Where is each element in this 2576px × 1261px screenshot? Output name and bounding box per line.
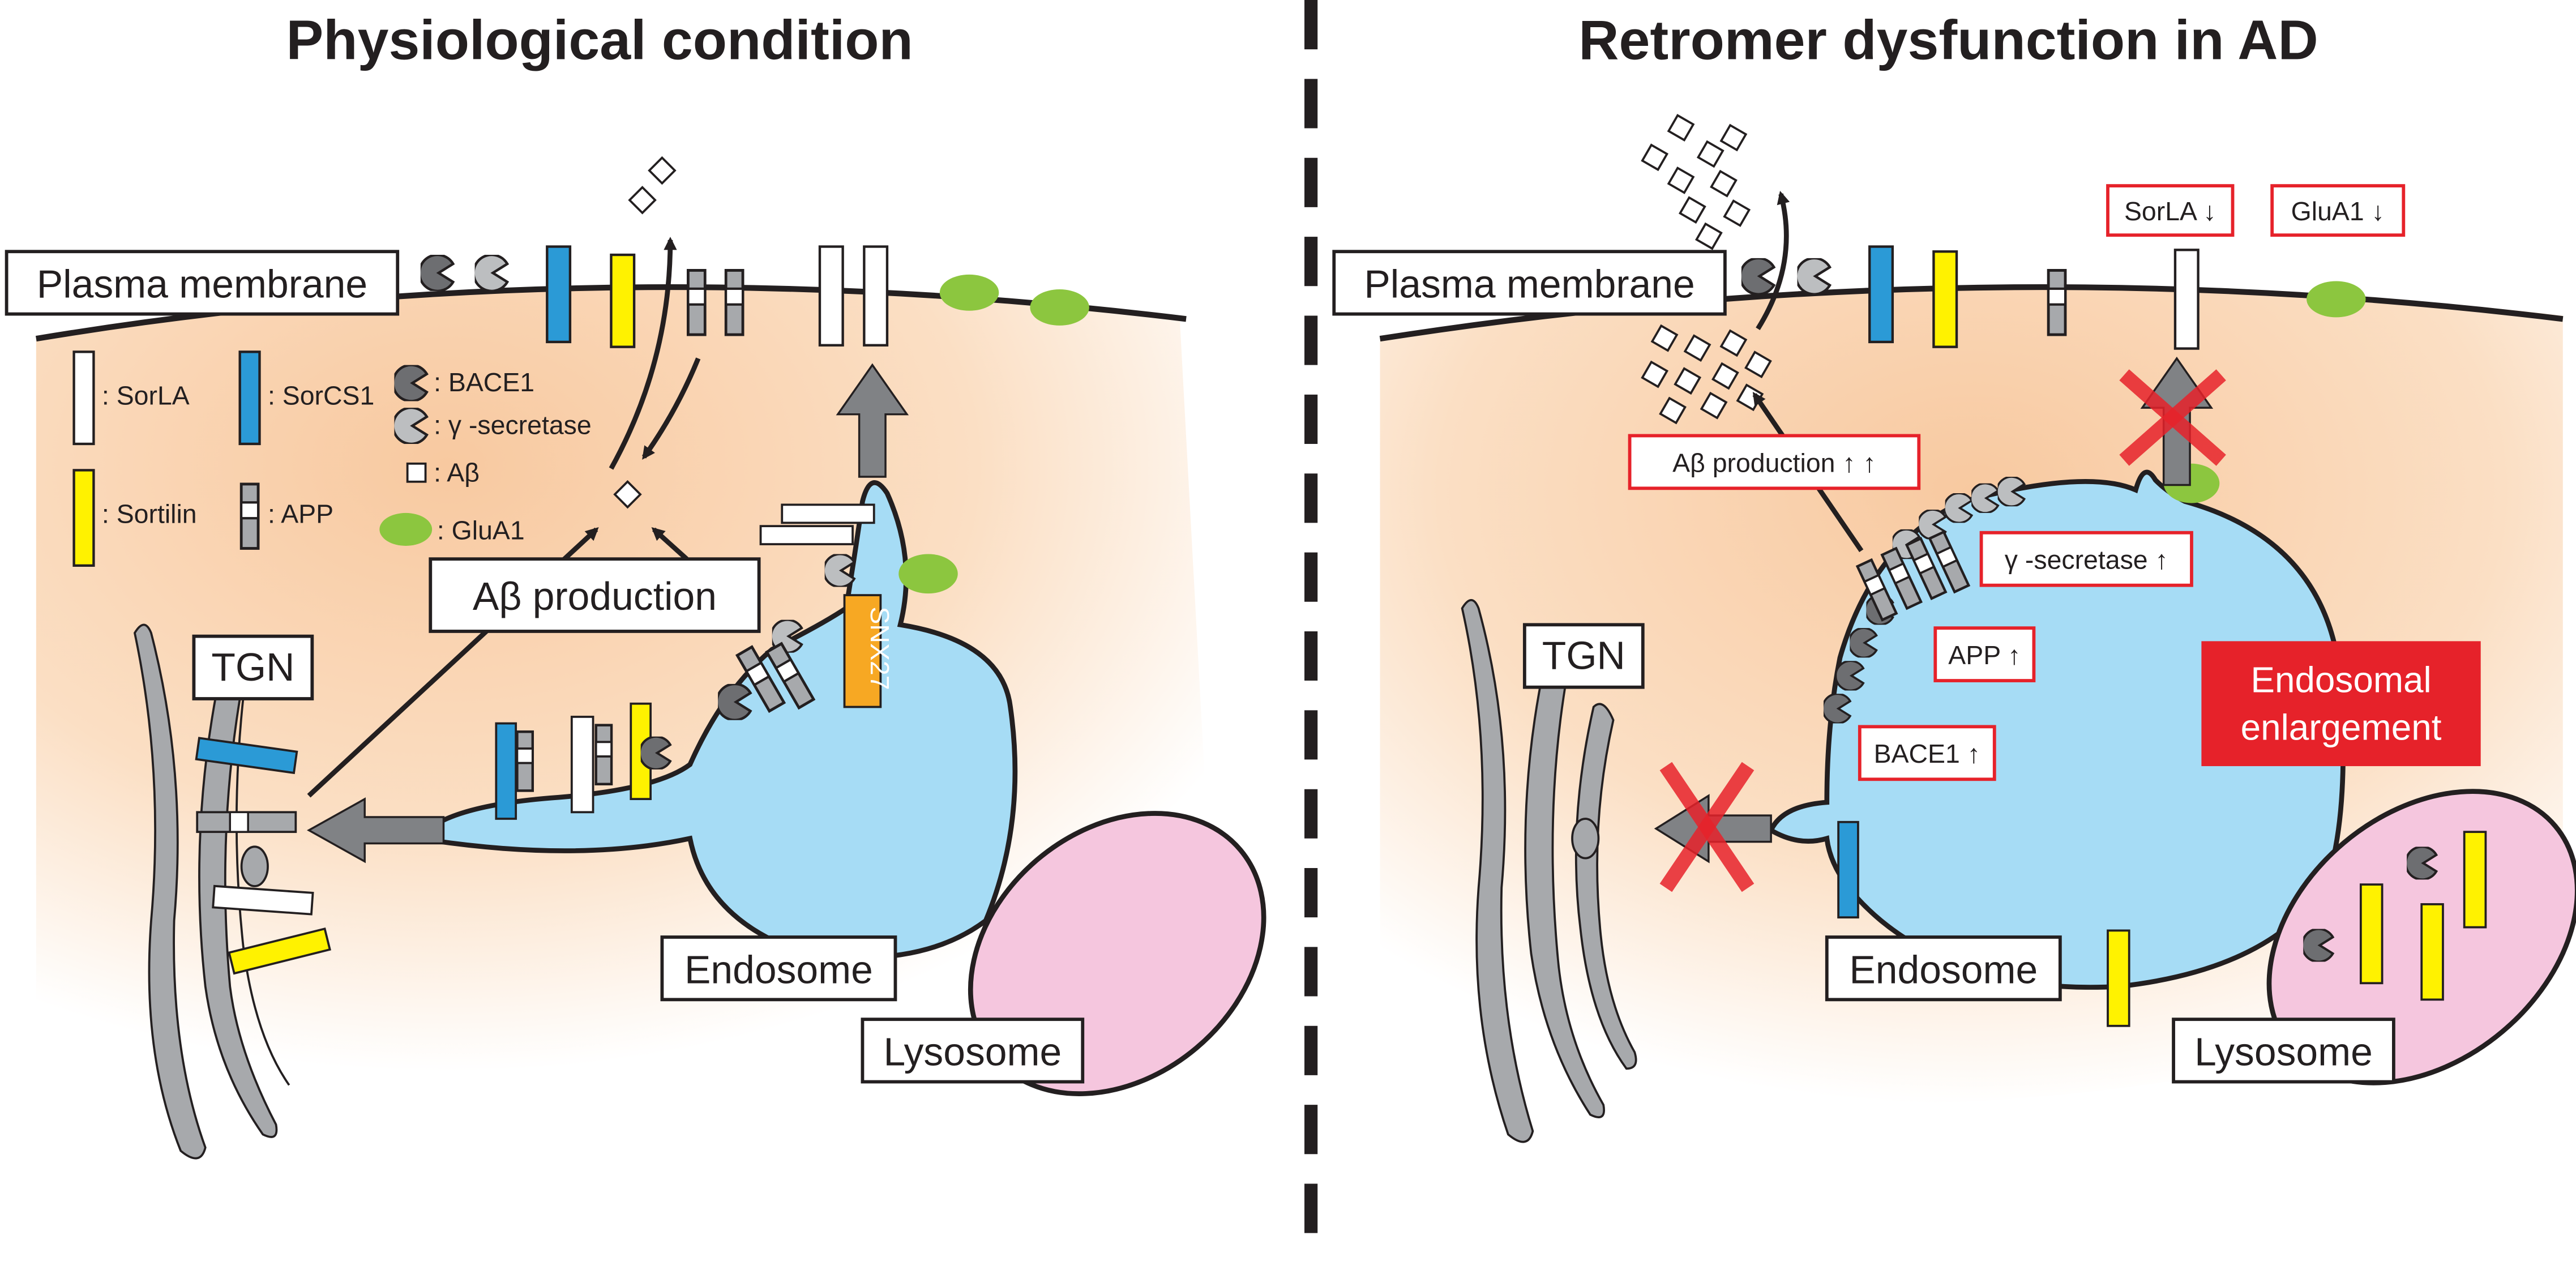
- legend-app-swatch: [241, 484, 258, 549]
- app-icon: [688, 270, 705, 335]
- abeta-up-label: Aβ production ↑ ↑: [1672, 448, 1876, 477]
- left-panel: Physiological condition Plasma membrane …: [5, 9, 1266, 1160]
- app-up-label: APP ↑: [1948, 640, 2021, 670]
- abeta-icon: [648, 156, 677, 185]
- right-lysosome-label: Lysosome: [2194, 1029, 2373, 1074]
- legend-gamma-secretase: : γ -secretase: [434, 411, 592, 440]
- gamma-up-label: γ -secretase ↑: [2005, 545, 2168, 575]
- app-icon: [517, 732, 532, 790]
- left-tgn-label: TGN: [211, 645, 294, 689]
- right-title: Retromer dysfunction in AD: [1578, 9, 2318, 71]
- legend-sortilin: : Sortilin: [102, 499, 197, 528]
- sortilin-icon: [2359, 883, 2384, 985]
- glua1-icon: [2307, 281, 2366, 318]
- legend-glua1-swatch: [379, 512, 433, 546]
- sorla-icon: [781, 503, 875, 524]
- app-icon: [2048, 270, 2065, 335]
- sorla-icon: [863, 245, 889, 347]
- blocked-retrograde-cross: [1659, 762, 1755, 892]
- sorcs1-icon: [546, 245, 572, 344]
- left-lysosome-label: Lysosome: [883, 1029, 1062, 1074]
- endosomal-enlargement-line2: enlargement: [2241, 707, 2442, 748]
- exocytosis-arrow: [609, 237, 677, 470]
- app-icon: [596, 725, 611, 784]
- right-panel: Retromer dysfunction in AD Plasma membra…: [1332, 9, 2576, 1143]
- legend-glua1: : GluA1: [437, 515, 525, 545]
- legend-sorcs1-swatch: [238, 350, 261, 446]
- endosomal-enlargement-box: [2201, 641, 2481, 767]
- sorcs1-icon: [495, 722, 517, 820]
- legend-bace1: : BACE1: [434, 367, 534, 397]
- legend-sorla: : SorLA: [102, 381, 190, 410]
- glua1-down-label: GluA1 ↓: [2291, 196, 2385, 226]
- right-endosome-label: Endosome: [1849, 947, 2038, 991]
- gamma-secretase-icon: [474, 255, 508, 291]
- sortilin-icon: [610, 253, 636, 348]
- right-plasma-membrane-label: Plasma membrane: [1364, 262, 1694, 306]
- endocytosis-arrow: [641, 357, 701, 460]
- recycling-arrow: [836, 363, 909, 478]
- snx27-label: SNX27: [865, 606, 895, 690]
- right-tgn: TGN: [1461, 599, 1645, 1143]
- sorcs1-icon: [1868, 245, 1894, 344]
- sortilin-icon: [2463, 831, 2487, 929]
- retrograde-arrow: [306, 797, 445, 864]
- left-tgn: TGN: [133, 623, 331, 1160]
- bace1-icon: [1740, 258, 1774, 294]
- left-plasma-membrane-label: Plasma membrane: [37, 262, 367, 306]
- glua1-icon: [1030, 289, 1089, 326]
- bace1-up-label: BACE1 ↑: [1874, 739, 1980, 768]
- sorla-icon: [759, 525, 854, 545]
- endosome-to-abeta-arrow: [651, 527, 688, 561]
- left-endosome-label: Endosome: [684, 947, 873, 991]
- left-title: Physiological condition: [286, 9, 913, 71]
- abeta-production-box: [429, 557, 761, 633]
- blocked-recycling-cross: [2119, 369, 2226, 466]
- sortilin-icon: [1932, 250, 1958, 348]
- endosomal-enlargement-line1: Endosomal: [2250, 659, 2431, 700]
- glua1-icon: [939, 274, 999, 311]
- abeta-icon: [613, 480, 642, 509]
- gamma-secretase-icon: [1796, 258, 1830, 294]
- abeta-production-label: Aβ production: [473, 574, 717, 618]
- glua1-icon: [898, 554, 958, 594]
- sorla-icon: [818, 245, 844, 347]
- abeta-cluster-cytoplasm: [1641, 324, 1772, 425]
- abeta-cluster-top: [1641, 114, 1751, 250]
- sorcs1-icon: [1837, 820, 1859, 919]
- legend-abeta-swatch: [406, 462, 427, 483]
- sorla-icon: [570, 716, 594, 814]
- sortilin-icon: [2107, 929, 2130, 1027]
- sortilin-icon: [2420, 903, 2444, 1001]
- app-icon: [726, 270, 743, 335]
- legend-sorcs1: : SorCS1: [268, 381, 374, 410]
- right-tgn-label: TGN: [1542, 634, 1625, 678]
- legend-abeta: : Aβ: [434, 458, 480, 488]
- abeta-icon: [628, 186, 657, 215]
- legend: : SorLA : SorCS1 : Sortilin : APP : BACE…: [72, 350, 592, 567]
- legend-sorla-swatch: [72, 350, 95, 446]
- bace1-icon: [420, 255, 453, 291]
- secretion-arrow: [1756, 190, 1790, 331]
- snx27-box: [843, 594, 882, 708]
- legend-app: : APP: [268, 499, 333, 528]
- sorla-down-label: SorLA ↓: [2124, 196, 2216, 226]
- sorla-icon: [2173, 249, 2200, 350]
- legend-sortilin-swatch: [72, 469, 95, 567]
